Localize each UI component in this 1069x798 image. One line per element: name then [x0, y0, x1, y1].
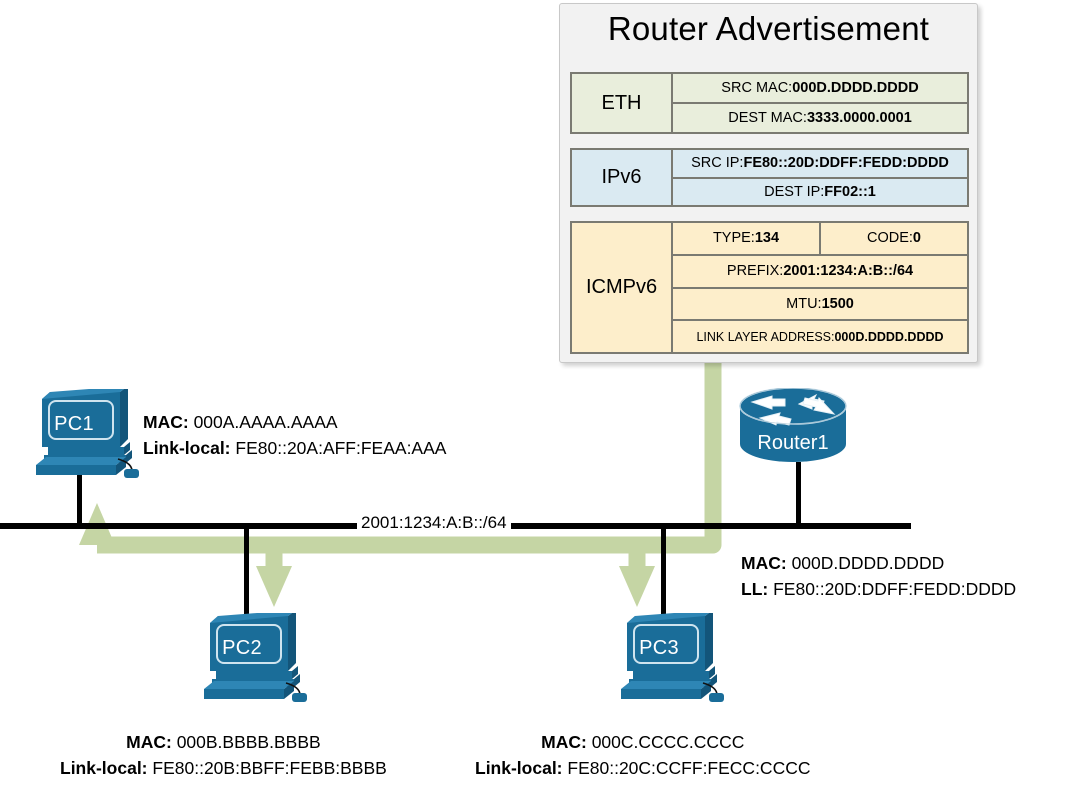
pc1-label: PC1	[54, 413, 94, 435]
icmpv6-code-value: 0	[912, 230, 921, 247]
desktop-computer-icon	[204, 610, 307, 702]
router-advertisement-packet-panel: Router Advertisement ETH SRC MAC: 000D.D…	[559, 3, 978, 363]
device-pc1[interactable]: PC1	[28, 386, 146, 481]
icmpv6-mtu-label: MTU:	[786, 295, 822, 312]
eth-src-mac-row: SRC MAC: 000D.DDDD.DDDD	[673, 74, 967, 104]
icmpv6-lla-value: 000D.DDDD.DDDD	[834, 329, 944, 344]
pc2-drop-line	[244, 524, 249, 622]
pc2-mac-label: MAC:	[126, 732, 172, 752]
pc2-annotation: MAC: 000B.BBBB.BBBB Link-local: FE80::20…	[60, 729, 387, 781]
router1-annotation: MAC: 000D.DDDD.DDDD LL: FE80::20D:DDFF:F…	[741, 550, 1016, 602]
icmpv6-prefix-value: 2001:1234:A:B::/64	[783, 263, 914, 280]
pc1-ll-value: FE80::20A:AFF:FEAA:AAA	[235, 438, 447, 458]
eth-src-mac-label: SRC MAC:	[721, 80, 793, 96]
router1-ll-label: LL:	[741, 579, 769, 599]
router-icon	[739, 387, 847, 462]
ipv6-src-ip-value: FE80::20D:DDFF:FEDD:DDDD	[743, 155, 949, 172]
pc3-label: PC3	[639, 637, 679, 659]
router1-ll-value: FE80::20D:DDFF:FEDD:DDDD	[773, 579, 1017, 599]
router1-drop-line	[796, 462, 801, 526]
packet-panel-title: Router Advertisement	[607, 10, 930, 47]
icmpv6-layer-block: ICMPv6 TYPE: 134 CODE: 0 PREFIX: 2001:12…	[570, 221, 969, 354]
pc3-ll-value: FE80::20C:CCFF:FECC:CCCC	[567, 758, 811, 778]
ipv6-src-ip-label: SRC IP:	[691, 155, 744, 172]
icmpv6-prefix-row: PREFIX: 2001:1234:A:B::/64	[673, 256, 967, 289]
device-pc2[interactable]: PC2	[196, 610, 314, 705]
eth-layer-name: ETH	[572, 74, 673, 132]
subnet-label: 2001:1234:A:B::/64	[357, 513, 511, 533]
pc2-label: PC2	[222, 637, 262, 659]
router1-mac-value: 000D.DDDD.DDDD	[791, 553, 945, 573]
eth-dest-mac-row: DEST MAC: 3333.0000.0001	[673, 104, 967, 132]
icmpv6-mtu-row: MTU: 1500	[673, 289, 967, 322]
pc1-mac-label: MAC:	[143, 412, 189, 432]
icmpv6-type-code-row: TYPE: 134 CODE: 0	[673, 223, 967, 256]
icmpv6-type-cell: TYPE: 134	[673, 223, 821, 254]
icmpv6-type-value: 134	[754, 230, 780, 247]
pc3-annotation: MAC: 000C.CCCC.CCCC Link-local: FE80::20…	[475, 729, 810, 781]
eth-src-mac-value: 000D.DDDD.DDDD	[792, 80, 919, 96]
pc2-ll-label: Link-local:	[60, 758, 148, 778]
pc1-mac-value: 000A.AAAA.AAAA	[193, 412, 338, 432]
ipv6-dest-ip-label: DEST IP:	[764, 183, 825, 200]
icmpv6-lla-label: LINK LAYER ADDRESS:	[696, 329, 835, 344]
pc3-mac-value: 000C.CCCC.CCCC	[591, 732, 745, 752]
desktop-computer-icon	[36, 386, 139, 478]
pc3-ll-label: Link-local:	[475, 758, 563, 778]
eth-layer-block: ETH SRC MAC: 000D.DDDD.DDDD DEST MAC: 33…	[570, 72, 969, 134]
icmpv6-type-label: TYPE:	[712, 230, 755, 247]
pc2-mac-value: 000B.BBBB.BBBB	[176, 732, 321, 752]
ipv6-dest-ip-value: FF02::1	[824, 183, 876, 200]
eth-dest-mac-value: 3333.0000.0001	[806, 110, 912, 126]
ipv6-layer-name: IPv6	[572, 150, 673, 205]
router1-mac-label: MAC:	[741, 553, 787, 573]
icmpv6-prefix-label: PREFIX:	[726, 263, 784, 280]
device-pc3[interactable]: PC3	[613, 610, 731, 705]
pc1-annotation: MAC: 000A.AAAA.AAAA Link-local: FE80::20…	[143, 409, 446, 461]
pc1-ll-label: Link-local:	[143, 438, 231, 458]
ipv6-src-ip-row: SRC IP: FE80::20D:DDFF:FEDD:DDDD	[673, 150, 967, 179]
pc3-mac-label: MAC:	[541, 732, 587, 752]
pc3-drop-line	[661, 524, 666, 622]
ipv6-dest-ip-row: DEST IP: FF02::1	[673, 179, 967, 206]
ipv6-layer-block: IPv6 SRC IP: FE80::20D:DDFF:FEDD:DDDD DE…	[570, 148, 969, 207]
pc2-ll-value: FE80::20B:BBFF:FEBB:BBBB	[152, 758, 387, 778]
icmpv6-layer-name: ICMPv6	[572, 223, 673, 352]
pc1-drop-line	[77, 470, 82, 526]
icmpv6-code-label: CODE:	[867, 230, 913, 247]
eth-dest-mac-label: DEST MAC:	[728, 110, 807, 126]
icmpv6-mtu-value: 1500	[821, 295, 854, 312]
device-router1[interactable]: Router1	[738, 387, 860, 472]
desktop-computer-icon	[621, 610, 724, 702]
icmpv6-link-layer-address-row: LINK LAYER ADDRESS: 000D.DDDD.DDDD	[673, 321, 967, 352]
router1-label: Router1	[757, 432, 829, 454]
icmpv6-code-cell: CODE: 0	[821, 223, 967, 254]
